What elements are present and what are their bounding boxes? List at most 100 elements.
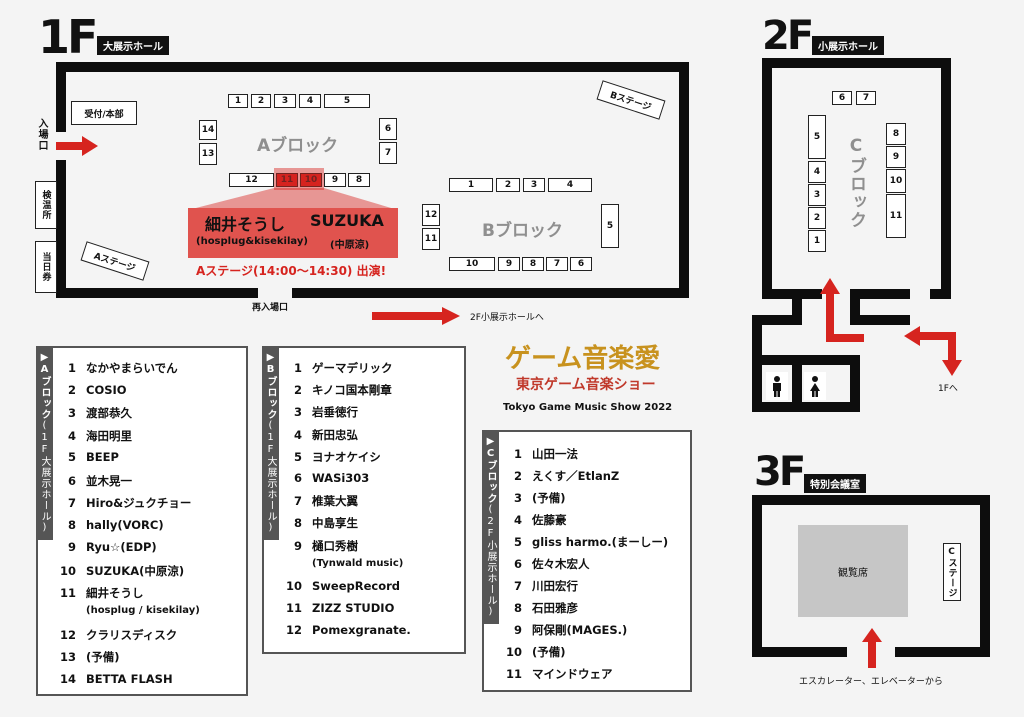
- list-row-name: 渡部恭久: [86, 406, 132, 420]
- list-row-name: (予備): [532, 645, 566, 659]
- escalator-arrow-icon: [862, 628, 882, 668]
- callout-name-2: SUZUKA: [310, 211, 384, 230]
- list-row-name: 山田一法: [532, 447, 578, 461]
- b-booth: 9: [498, 257, 520, 271]
- b-booth: 10: [449, 257, 495, 271]
- b-block-label: Bブロック: [482, 221, 563, 241]
- a-booth: 4: [299, 94, 321, 108]
- list-row-number: 11: [505, 667, 522, 681]
- c-booth: 5: [808, 115, 826, 159]
- list-row-name: Hiro&ジュクチョー: [86, 496, 192, 510]
- reentry-label: 再入場口: [252, 303, 289, 313]
- a-booth: 12: [229, 173, 274, 187]
- logo-en: Tokyo Game Music Show 2022: [503, 402, 673, 413]
- floor-3f-label: 3F: [754, 449, 806, 495]
- list-row-number: 5: [67, 450, 76, 464]
- list-row-number: 12: [285, 623, 302, 638]
- list-row-name: 川田宏行: [532, 579, 578, 593]
- list-tab-c: ▶Cブロック(2F小展示ホール): [482, 430, 499, 624]
- list-c-row: 1 山田一法: [500, 446, 578, 462]
- b-booth: 7: [546, 257, 568, 271]
- b-booth: 12: [422, 204, 440, 226]
- list-row-number: 6: [293, 471, 302, 485]
- a-booth: 14: [199, 120, 217, 140]
- b-booth: 6: [570, 257, 592, 271]
- list-row-name: Ryu☆(EDP): [86, 540, 157, 554]
- b-booth: 5: [601, 204, 619, 248]
- c-booth: 8: [886, 123, 906, 145]
- logo-main: ゲーム音楽愛: [505, 344, 661, 374]
- list-row-number: 13: [59, 650, 76, 664]
- list-row-number: 12: [59, 627, 76, 642]
- list-row-number: 5: [513, 535, 522, 549]
- a-booth: 9: [324, 173, 346, 187]
- callout-name-1: 細井そうし: [205, 215, 286, 234]
- c-booth: 1: [808, 230, 826, 252]
- c-booth: 11: [886, 194, 906, 238]
- list-row-name: 阿保剛(MAGES.): [532, 623, 628, 637]
- list-row-number: 10: [59, 563, 76, 578]
- floor-1f-hall-label: 大展示ホール: [97, 36, 169, 55]
- c-booth: 4: [808, 161, 826, 183]
- b-booth: 2: [496, 178, 520, 192]
- c-booth: 3: [808, 184, 826, 206]
- list-row-number: 8: [293, 516, 302, 531]
- list-row-number: 1: [513, 447, 522, 461]
- a-booth: 2: [251, 94, 271, 108]
- list-c-row: 10 (予備): [500, 644, 566, 660]
- to-2f-label: 2F小展示ホールへ: [470, 313, 544, 323]
- list-tab-a: ▶Aブロック(1F大展示ホール): [36, 346, 53, 540]
- list-row-number: 9: [67, 540, 76, 554]
- list-row-name: COSIO: [86, 382, 127, 397]
- list-a-row: 13(予備): [54, 649, 120, 665]
- list-row-name: BEEP: [86, 450, 119, 464]
- a-booth: 3: [274, 94, 296, 108]
- list-row-number: 7: [293, 494, 302, 509]
- list-row-name: 佐々木宏人: [532, 557, 590, 571]
- list-row-name: なかやまらいでん: [86, 361, 178, 375]
- list-row-number: 10: [505, 645, 522, 659]
- a-booth: 7: [379, 142, 397, 164]
- c-route-arrow-icon: [820, 278, 864, 342]
- list-row-number: 3: [293, 405, 302, 420]
- list-row-number: 4: [67, 428, 76, 443]
- c-booth: 6: [832, 91, 852, 105]
- audience-seating: 観覧席: [798, 525, 908, 617]
- a-booth: 5: [324, 94, 370, 108]
- list-row-number: 4: [293, 427, 302, 442]
- a-booth: 1: [228, 94, 248, 108]
- thermo-station: 検温所: [35, 181, 57, 229]
- list-row-number: 8: [513, 601, 522, 615]
- list-row-number: 14: [59, 671, 76, 686]
- list-row-number: 1: [293, 361, 302, 375]
- list-row-name: 細井そうし: [86, 586, 144, 600]
- a-booth-highlighted: 10: [300, 173, 322, 187]
- list-row-number: 11: [285, 601, 302, 615]
- to-1f-arrow-icon: [904, 326, 962, 376]
- list-panel-a: [36, 346, 248, 696]
- list-row-sub: (hosplug / kisekilay): [86, 605, 200, 616]
- escalator-label: エスカレーター、エレベーターから: [799, 677, 943, 687]
- restroom-male-icon: [766, 372, 788, 400]
- list-row-name: ヨナオケイシ: [312, 449, 381, 464]
- list-row-number: 5: [293, 449, 302, 464]
- b-booth: 4: [548, 178, 592, 192]
- list-row-name: gliss harmo.(まーしー): [532, 535, 669, 549]
- b-booth: 8: [522, 257, 544, 271]
